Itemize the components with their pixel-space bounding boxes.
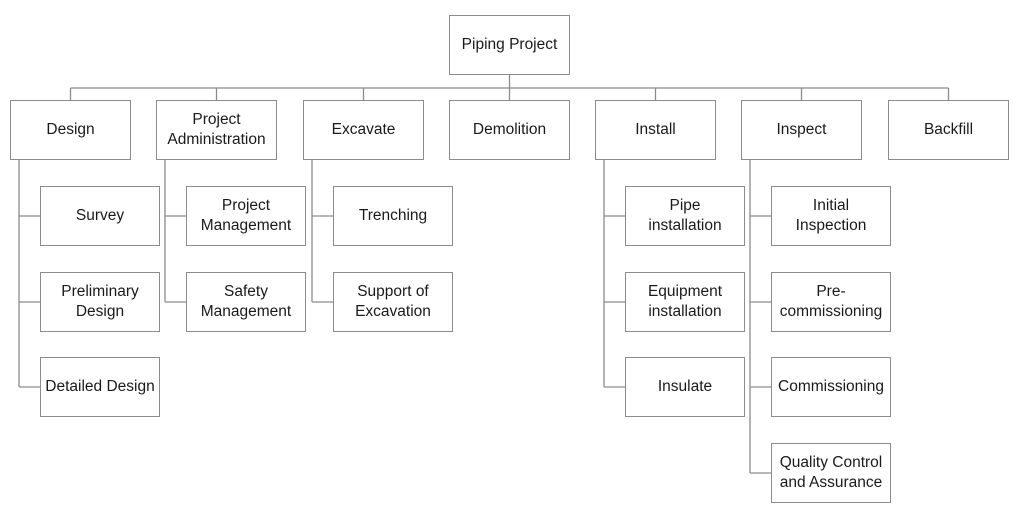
branch-node-backfill: Backfill <box>888 100 1009 160</box>
branch-node-excavate: Excavate <box>303 100 424 160</box>
child-node-survey: Survey <box>40 186 160 246</box>
child-node-support-of-excavation: Support of Excavation <box>333 272 453 332</box>
child-node-pipe-installation: Pipe installation <box>625 186 745 246</box>
branch-node-demolition: Demolition <box>449 100 570 160</box>
child-node-insulate: Insulate <box>625 357 745 417</box>
root-node: Piping Project <box>449 15 570 75</box>
branch-node-design: Design <box>10 100 131 160</box>
branch-node-inspect: Inspect <box>741 100 862 160</box>
child-node-detailed-design: Detailed Design <box>40 357 160 417</box>
child-node-pre-commissioning: Pre- commissioning <box>771 272 891 332</box>
branch-node-install: Install <box>595 100 716 160</box>
child-node-initial-inspection: Initial Inspection <box>771 186 891 246</box>
child-node-trenching: Trenching <box>333 186 453 246</box>
child-node-preliminary-design: Preliminary Design <box>40 272 160 332</box>
child-node-commissioning: Commissioning <box>771 357 891 417</box>
child-node-safety-management: Safety Management <box>186 272 306 332</box>
branch-node-project-administration: Project Administration <box>156 100 277 160</box>
child-node-equipment-installation: Equipment installation <box>625 272 745 332</box>
child-node-project-management: Project Management <box>186 186 306 246</box>
child-node-quality-control-and-assurance: Quality Control and Assurance <box>771 443 891 503</box>
